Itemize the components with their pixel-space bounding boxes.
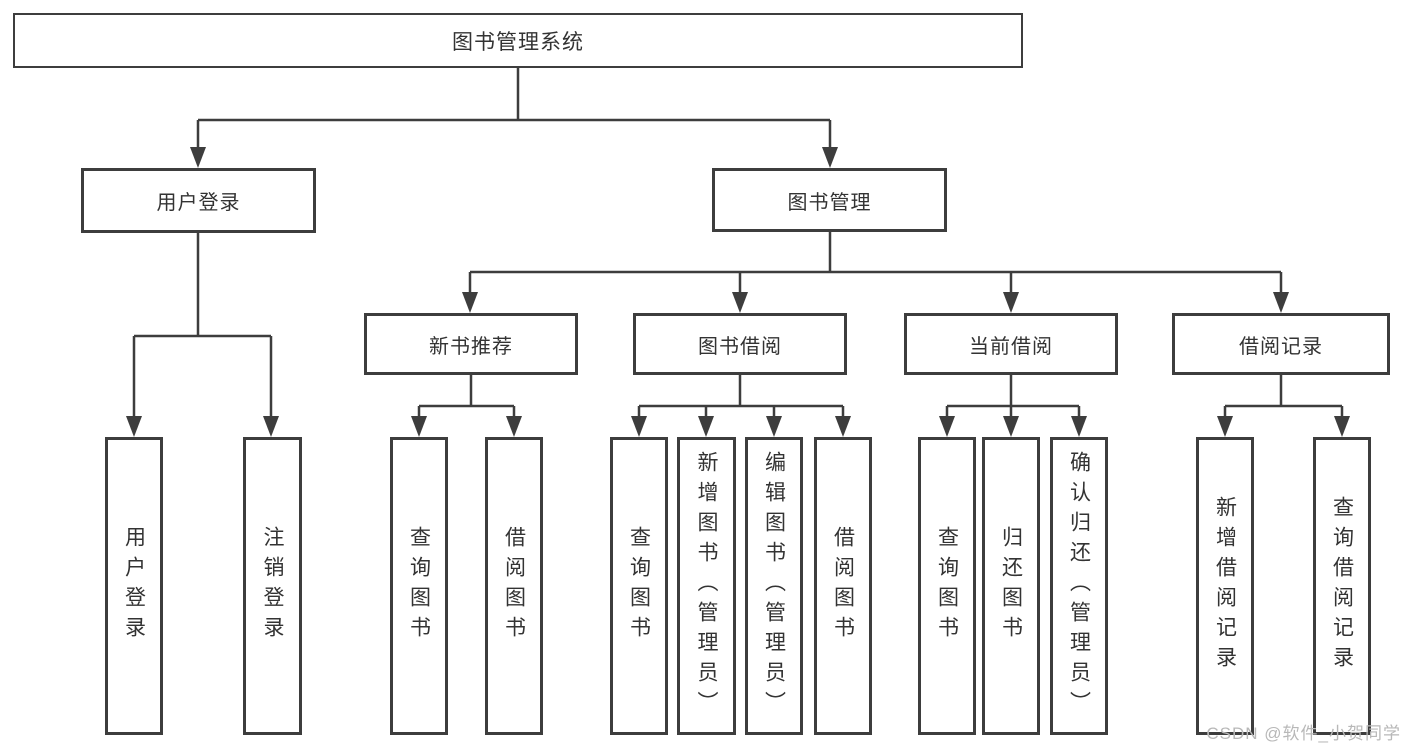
leaf-add-borrow-record-label: 新增借阅记录 [1213, 496, 1237, 676]
leaf-query-books-3-label: 查询图书 [935, 526, 959, 646]
node-borrowing-records: 借阅记录 [1172, 313, 1390, 375]
leaf-borrow-books-1: 借阅图书 [485, 437, 543, 735]
leaf-query-books-1-label: 查询图书 [407, 526, 431, 646]
leaf-borrow-books-1-label: 借阅图书 [502, 526, 526, 646]
leaf-borrow-books-2-label: 借阅图书 [831, 526, 855, 646]
leaf-query-borrow-record-label: 查询借阅记录 [1330, 496, 1354, 676]
leaf-add-books-admin: 新增图书（管理员） [677, 437, 736, 735]
leaf-return-books: 归还图书 [982, 437, 1040, 735]
node-user-login: 用户登录 [81, 168, 316, 233]
leaf-edit-books-admin-label: 编辑图书（管理员） [762, 451, 786, 721]
leaf-user-login: 用户登录 [105, 437, 163, 735]
node-current-borrowing-label: 当前借阅 [969, 335, 1053, 358]
leaf-logout: 注销登录 [243, 437, 302, 735]
leaf-query-books-2-label: 查询图书 [627, 526, 651, 646]
csdn-watermark: CSDN @软件_小贺同学 [1206, 724, 1401, 743]
node-book-borrowing: 图书借阅 [633, 313, 847, 375]
node-root-label: 图书管理系统 [452, 30, 584, 54]
leaf-add-borrow-record: 新增借阅记录 [1196, 437, 1254, 735]
node-current-borrowing: 当前借阅 [904, 313, 1118, 375]
node-borrowing-records-label: 借阅记录 [1239, 335, 1323, 358]
node-book-management: 图书管理 [712, 168, 947, 232]
node-user-login-label: 用户登录 [156, 192, 241, 214]
leaf-confirm-return-admin-label: 确认归还（管理员） [1067, 451, 1091, 721]
node-book-borrowing-label: 图书借阅 [698, 335, 782, 358]
leaf-confirm-return-admin: 确认归还（管理员） [1050, 437, 1108, 735]
leaf-edit-books-admin: 编辑图书（管理员） [745, 437, 803, 735]
leaf-user-login-label: 用户登录 [122, 526, 146, 646]
leaf-query-books-2: 查询图书 [610, 437, 668, 735]
leaf-borrow-books-2: 借阅图书 [814, 437, 872, 735]
node-new-book-recommend: 新书推荐 [364, 313, 578, 375]
leaf-query-books-1: 查询图书 [390, 437, 448, 735]
leaf-query-borrow-record: 查询借阅记录 [1313, 437, 1371, 735]
node-book-management-label: 图书管理 [787, 191, 872, 214]
leaf-add-books-admin-label: 新增图书（管理员） [695, 451, 719, 721]
leaf-logout-label: 注销登录 [261, 526, 285, 646]
node-new-book-recommend-label: 新书推荐 [429, 335, 513, 358]
leaf-query-books-3: 查询图书 [918, 437, 976, 735]
leaf-return-books-label: 归还图书 [999, 526, 1023, 646]
node-root: 图书管理系统 [13, 13, 1023, 68]
